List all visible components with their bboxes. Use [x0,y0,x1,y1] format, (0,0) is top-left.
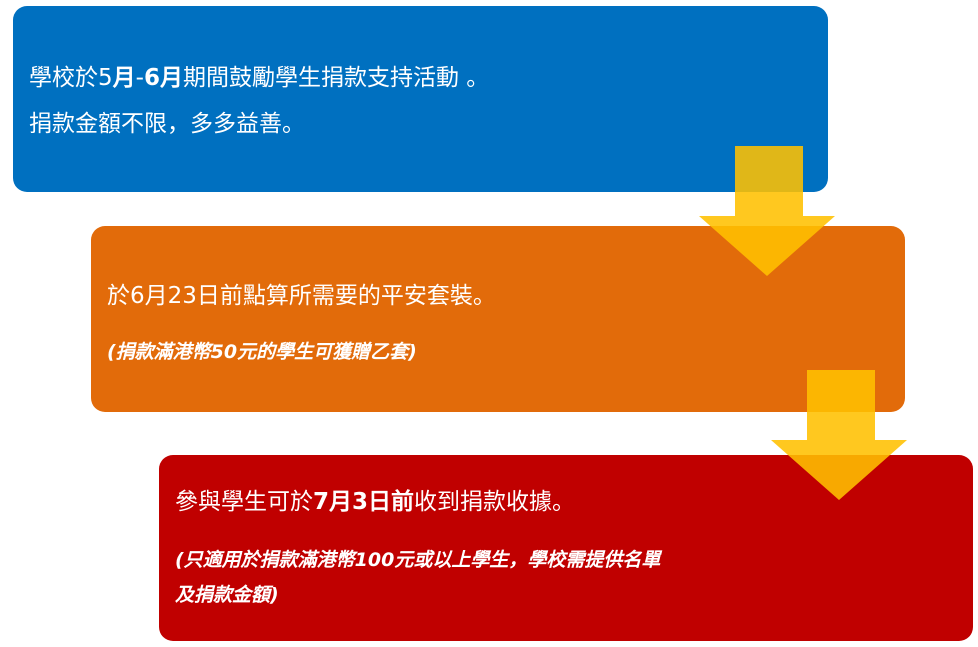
step-1-box: 學校於5月-6月期間鼓勵學生捐款支持活動 。 捐款金額不限，多多益善。 [13,6,828,192]
down-arrow-icon [771,370,907,500]
step-2-box: 於6月23日前點算所需要的平安套裝。 (捐款滿港幣50元的學生可獲贈乙套) [91,226,905,412]
step-2-line-1: 於6月23日前點算所需要的平安套裝。 [107,283,496,309]
step-3-line-1: 參與學生可於7月3日前收到捐款收據。 [175,489,576,515]
step-3-note-line-2: 及捐款金額) [175,584,279,606]
step-3-note-line-1: (只適用於捐款滿港幣100元或以上學生，學校需提供名單 [175,549,661,571]
down-arrow-icon [699,146,835,276]
step-1-line-1: 學校於5月-6月期間鼓勵學生捐款支持活動 。 [29,65,490,91]
step-2-note: (捐款滿港幣50元的學生可獲贈乙套) [107,341,417,363]
step-1-line-2: 捐款金額不限，多多益善。 [29,111,305,137]
